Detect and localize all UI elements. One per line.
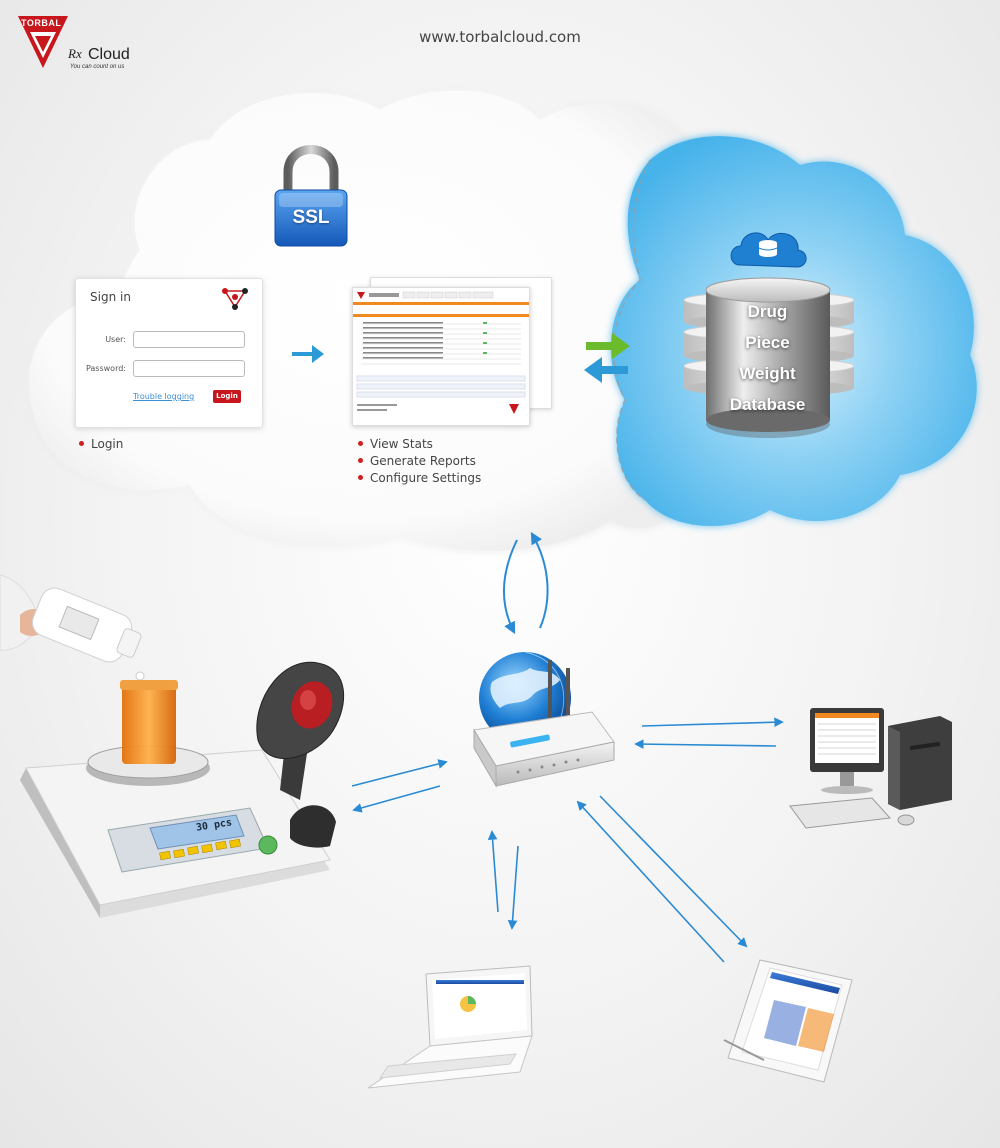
ssl-label: SSL	[292, 207, 330, 228]
database-line: Piece	[745, 333, 790, 352]
list-item: Generate Reports	[358, 453, 481, 470]
list-item: View Stats	[358, 436, 481, 453]
bullet-icon	[358, 475, 363, 480]
router-icon	[473, 660, 615, 788]
desktop-computer-icon	[789, 708, 952, 829]
bullet-label: Generate Reports	[370, 454, 476, 468]
bullet-icon	[358, 458, 363, 463]
database-icon	[683, 277, 855, 438]
network-logo-icon	[222, 288, 248, 310]
logo-brand: TORBAL	[21, 18, 62, 28]
bullet-label: Login	[91, 437, 124, 451]
dashboard-bullet-list: View Stats Generate Reports Configure Se…	[358, 436, 481, 487]
database-line: Weight	[739, 364, 796, 383]
user-field[interactable]	[133, 331, 245, 348]
list-item: Login	[79, 436, 123, 453]
padlock-icon	[274, 145, 348, 247]
list-item: Configure Settings	[358, 470, 481, 487]
bullet-icon	[79, 441, 84, 446]
torbal-triangle-icon	[18, 16, 68, 68]
cloud-router-arrows	[502, 531, 549, 635]
bullet-icon	[358, 441, 363, 446]
bullet-label: View Stats	[370, 437, 433, 451]
cloud-database-icon	[730, 232, 807, 268]
flow-arrow-icon	[292, 345, 324, 363]
dashboard-screenshot	[352, 287, 530, 426]
database-line: Database	[729, 395, 806, 414]
logo-rx: Rx	[68, 46, 82, 61]
bullet-label: Configure Settings	[370, 471, 482, 485]
signin-title: Sign in	[90, 290, 131, 304]
password-label: Password:	[85, 364, 126, 373]
dashboard-thumbnail-icon	[353, 291, 529, 414]
password-field[interactable]	[133, 360, 245, 377]
site-url[interactable]: www.torbalcloud.com	[419, 28, 581, 46]
laptop-icon	[367, 965, 533, 1089]
signin-card: Sign in User: Password: Trouble logging …	[75, 278, 263, 428]
database-line: Drug	[747, 302, 788, 321]
barcode-scanner-icon	[256, 661, 345, 848]
sync-arrows-icon	[584, 333, 630, 383]
scale-icon	[20, 680, 331, 918]
logo-tagline: You can count on us	[70, 64, 125, 70]
trouble-logging-link[interactable]: Trouble logging	[133, 392, 195, 401]
pill-bottle-hand-icon	[0, 574, 145, 681]
login-bullet-list: Login	[79, 436, 123, 453]
tablet-icon	[723, 959, 853, 1083]
database-label: Drug Piece Weight Database	[705, 296, 830, 420]
device-arrows	[351, 717, 784, 963]
user-label: User:	[105, 335, 126, 344]
logo-product: Cloud	[88, 46, 130, 63]
login-button[interactable]: Login	[213, 390, 241, 403]
torbal-logo: TORBAL Rx Cloud You can count on us	[18, 16, 148, 76]
